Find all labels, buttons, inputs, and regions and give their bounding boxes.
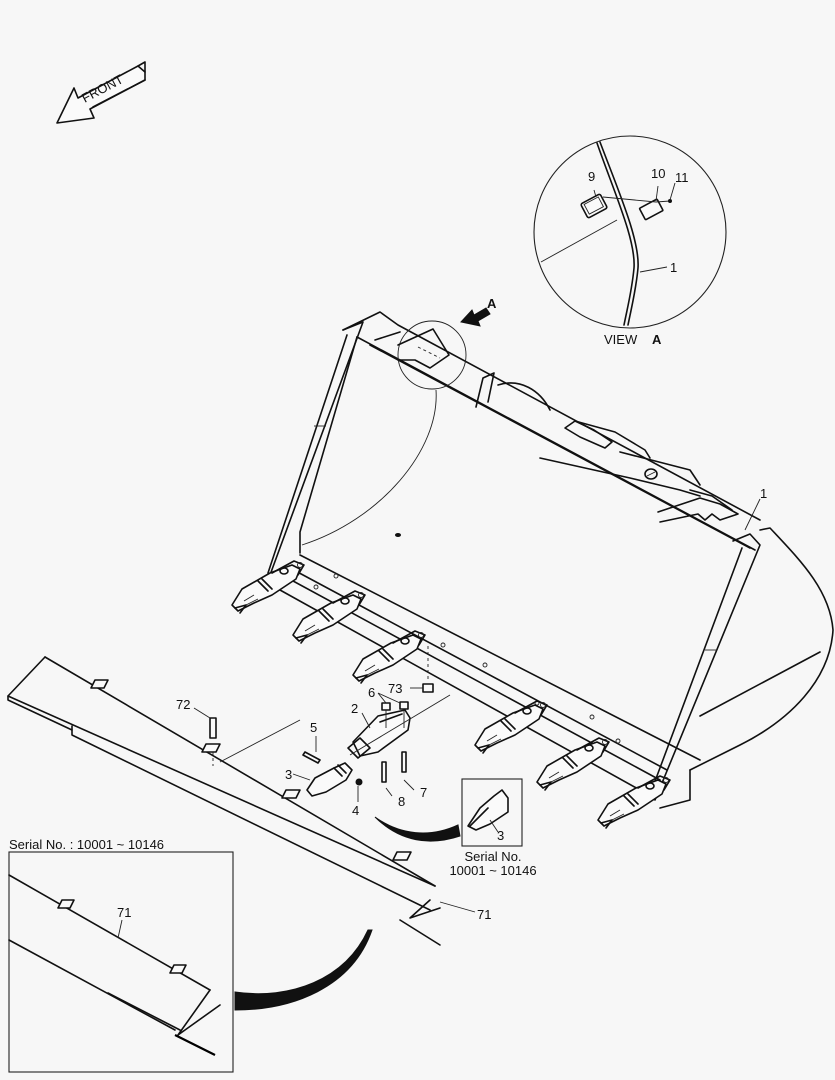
tooth-3: [352, 630, 426, 684]
view-arrow-icon: [460, 307, 491, 327]
tooth-1: [231, 560, 305, 614]
callout-9: 9: [588, 169, 596, 184]
inset-tooth-callout: 3: [497, 828, 505, 843]
callout-73: 73: [388, 681, 403, 696]
callout-1-view-a: 1: [670, 260, 678, 275]
view-a-title-prefix: VIEW: [604, 332, 638, 347]
bucket-body: [267, 311, 834, 809]
callout-72: 72: [176, 697, 191, 712]
callout-arrows: [234, 816, 461, 1011]
tooth-4: [474, 700, 548, 754]
inset-edge-header: Serial No. : 10001 ~ 10146: [9, 837, 165, 852]
callout-7: 7: [420, 785, 428, 800]
inset-tooth-serial-range: 10001 ~ 10146: [449, 863, 537, 878]
callout-3: 3: [285, 767, 293, 782]
tooth-6: [597, 775, 671, 829]
callout-8: 8: [398, 794, 406, 809]
exploded-tooth-parts: [302, 646, 451, 797]
front-arrow-icon: [56, 61, 146, 124]
callout-6: 6: [368, 685, 376, 700]
tooth-2: [292, 590, 366, 644]
callout-5: 5: [310, 720, 318, 735]
callout-11: 11: [675, 170, 689, 185]
callout-4: 4: [352, 803, 360, 818]
inset-edge-box: [8, 851, 234, 1073]
cutting-edge-71: [7, 656, 441, 946]
view-a-title-letter: A: [652, 332, 662, 347]
callout-10: 10: [651, 166, 666, 181]
callout-2: 2: [351, 701, 359, 716]
inset-tooth-serial-label: Serial No.: [464, 849, 522, 864]
callout-71: 71: [477, 907, 492, 922]
tooth-bar: [279, 554, 701, 791]
leader-lines: [292, 498, 761, 913]
inset-tooth-box: [461, 778, 523, 847]
tooth-5: [536, 737, 610, 791]
view-a-detail: [533, 135, 727, 329]
view-arrow-label: A: [487, 296, 497, 311]
callout-1-bucket: 1: [760, 486, 768, 501]
inset-edge-callout: 71: [117, 905, 132, 920]
